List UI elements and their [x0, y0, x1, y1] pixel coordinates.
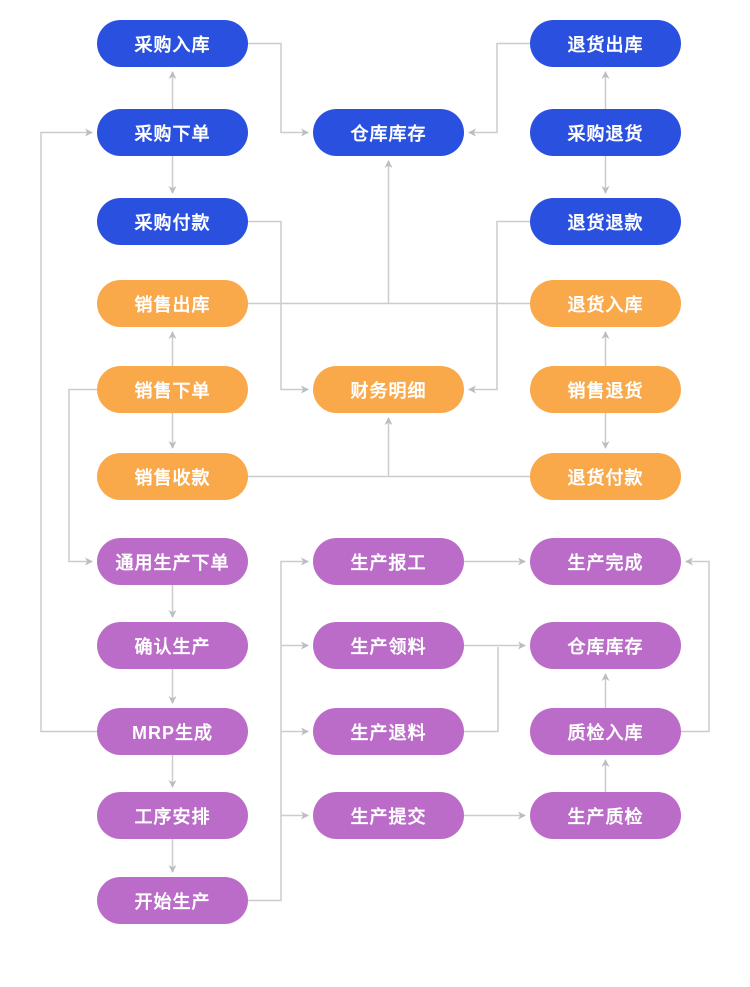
edge-purchase-inbound-to-warehouse-stock-main [248, 42, 309, 137]
node-production-report: 生产报工 [313, 538, 464, 585]
node-finance-detail: 财务明细 [313, 366, 464, 413]
node-sales-outbound: 销售出库 [97, 280, 248, 327]
node-warehouse-stock-main: 仓库库存 [313, 109, 464, 156]
edge-mrp-generate-to-purchase-order [40, 128, 97, 733]
node-production-material-return: 生产退料 [313, 708, 464, 755]
edge-purchase-payment-to-finance-detail [248, 220, 309, 394]
node-purchase-order: 采购下单 [97, 109, 248, 156]
node-production-submit: 生产提交 [313, 792, 464, 839]
node-production-picking: 生产领料 [313, 622, 464, 669]
node-return-inbound: 退货入库 [530, 280, 681, 327]
node-start-production: 开始生产 [97, 877, 248, 924]
node-sales-receipt: 销售收款 [97, 453, 248, 500]
node-purchase-inbound: 采购入库 [97, 20, 248, 67]
node-warehouse-stock-production: 仓库库存 [530, 622, 681, 669]
node-purchase-return: 采购退货 [530, 109, 681, 156]
node-return-refund: 退货退款 [530, 198, 681, 245]
edge-qc-inbound-to-production-complete [681, 557, 710, 733]
node-return-outbound: 退货出库 [530, 20, 681, 67]
node-production-complete: 生产完成 [530, 538, 681, 585]
edge-sales-order-to-general-production-order [68, 388, 97, 566]
edge-return-refund-to-finance-detail [468, 220, 530, 394]
node-return-payment: 退货付款 [530, 453, 681, 500]
node-general-production-order: 通用生产下单 [97, 538, 248, 585]
node-confirm-production: 确认生产 [97, 622, 248, 669]
node-purchase-payment: 采购付款 [97, 198, 248, 245]
node-production-qc: 生产质检 [530, 792, 681, 839]
node-mrp-generate: MRP生成 [97, 708, 248, 755]
node-sales-return: 销售退货 [530, 366, 681, 413]
edge-production-material-return-to-production-picking-line [464, 647, 499, 733]
node-qc-inbound: 质检入库 [530, 708, 681, 755]
edge-return-outbound-to-warehouse-stock-main [468, 42, 530, 137]
node-sales-order: 销售下单 [97, 366, 248, 413]
node-process-arrange: 工序安排 [97, 792, 248, 839]
